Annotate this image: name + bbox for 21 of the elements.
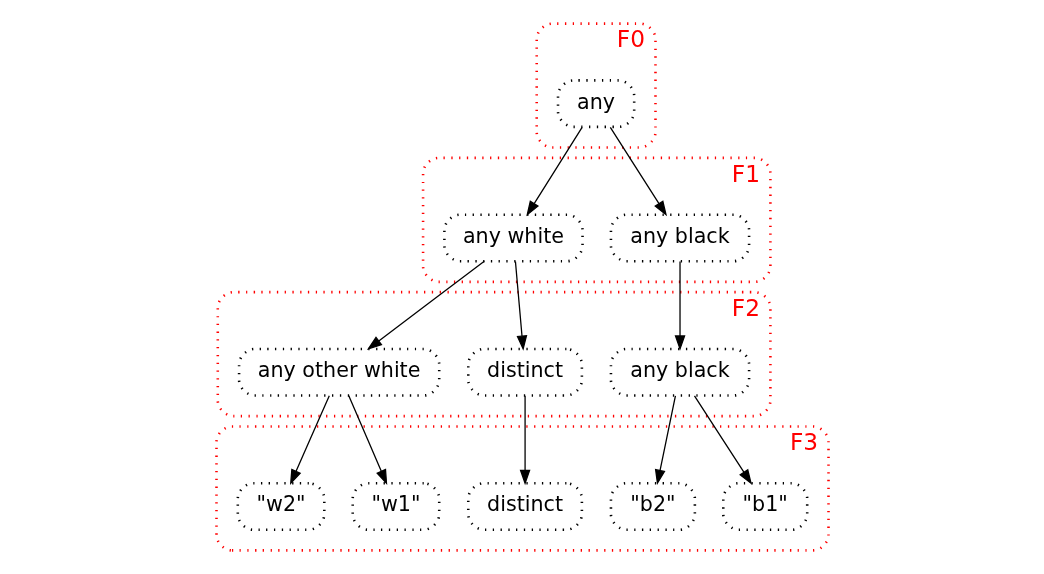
node-box: any white [442, 213, 584, 263]
node-box: any black [609, 213, 750, 263]
node-box: "w2" [236, 481, 326, 532]
arrow [674, 260, 685, 351]
node-box: "b2" [609, 481, 696, 532]
arrow [366, 260, 485, 350]
arrow [693, 395, 752, 485]
node-box: any [556, 79, 635, 129]
node-box: any black [609, 347, 750, 397]
arrow [347, 395, 387, 485]
arrow [654, 395, 676, 486]
node-box: "b1" [721, 481, 808, 532]
node-box: "w1" [350, 481, 440, 532]
node-box: distinct [466, 347, 583, 397]
node-box: any other white [237, 347, 440, 397]
arrow [289, 395, 330, 485]
arrow [525, 126, 583, 217]
node-box: distinct [466, 481, 583, 532]
arrow [514, 260, 527, 351]
arrow [519, 395, 530, 486]
arrow [609, 126, 667, 217]
